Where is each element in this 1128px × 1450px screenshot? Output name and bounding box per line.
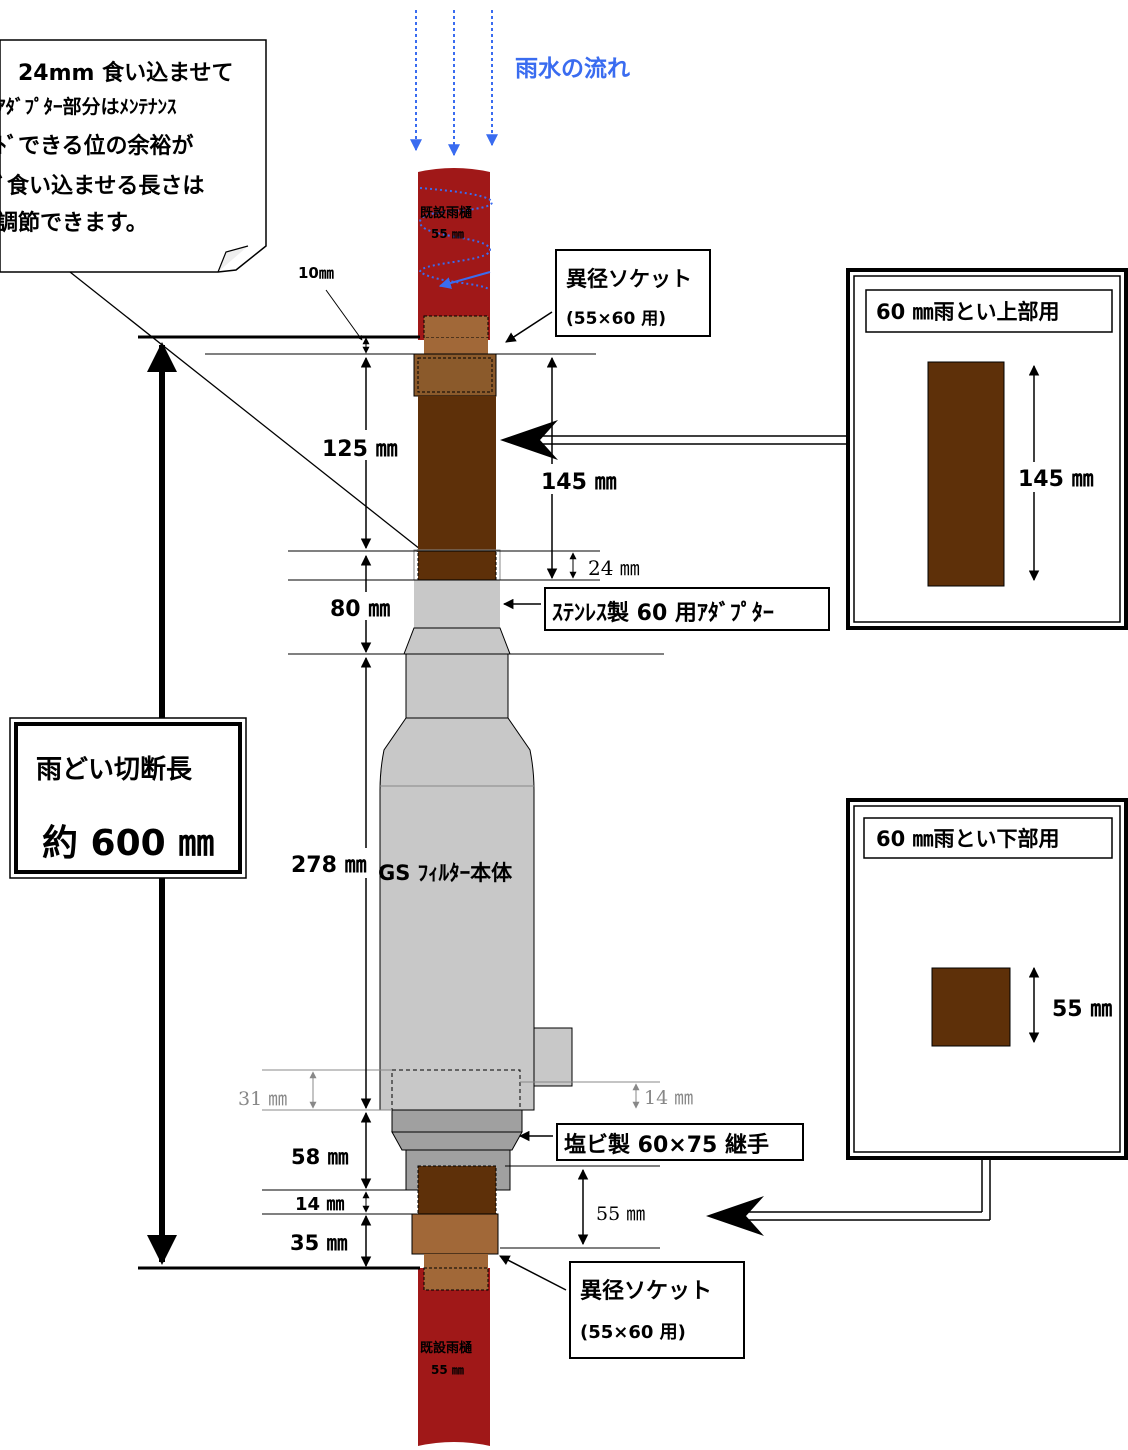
cut-length-value: 約 600 ㎜ xyxy=(42,823,214,864)
dim-55mm-label: 55 ㎜ xyxy=(596,1203,645,1225)
dim-35mm-label: 35 ㎜ xyxy=(290,1231,348,1255)
upper-gutter-piece xyxy=(927,361,1005,587)
cut-length-box: 雨どい切断長 約 600 ㎜ xyxy=(9,717,247,879)
adapter-label-text: ｽﾃﾝﾚｽ製 60 用ｱﾀﾞﾌﾟﾀｰ xyxy=(552,600,774,626)
gutter-lower-60mm xyxy=(417,1165,497,1215)
note-line-5: 調節できます。 xyxy=(0,210,148,236)
gs-filter-body: GS ﾌｨﾙﾀｰ本体 xyxy=(378,653,573,1111)
joint-label: 塩ビ製 60×75 継手 xyxy=(518,1123,804,1161)
dimension-125mm: 125 ㎜ xyxy=(320,356,410,550)
dimension-14mm-upper: 14 ㎜ xyxy=(632,1083,693,1109)
dimension-31mm: 31 ㎜ xyxy=(238,1071,317,1110)
dimension-14mm-lower: 14 ㎜ xyxy=(295,1191,370,1215)
note-line-2: ｱﾀﾞﾌﾟﾀｰ部分はﾒﾝﾃﾅﾝｽ xyxy=(0,95,177,118)
pointer-arrow-icon xyxy=(706,1196,764,1236)
note-leader-line xyxy=(69,271,426,554)
upper-panel-dim: 145 ㎜ xyxy=(1018,467,1094,492)
dimension-10mm: 10㎜ xyxy=(298,264,370,354)
socket-bottom-label-line1: 異径ソケット xyxy=(580,1278,712,1304)
upper-gutter-panel: 60 ㎜雨とい上部用 145 ㎜ xyxy=(846,268,1128,630)
dim-31mm-label: 31 ㎜ xyxy=(238,1088,287,1110)
gutter-upper-60mm xyxy=(418,396,496,580)
lower-panel-dim: 55 ㎜ xyxy=(1052,997,1112,1022)
dim-14mm-lower-label: 14 ㎜ xyxy=(295,1194,344,1215)
lower-panel-pointer xyxy=(706,1158,991,1236)
existing-pipe-bottom: 既設雨樋 55 ㎜ xyxy=(418,1267,490,1446)
flow-label: 雨水の流れ xyxy=(515,55,630,82)
dim-145mm-label: 145 ㎜ xyxy=(541,470,617,495)
socket-bottom-label: 異径ソケット (55×60 用) xyxy=(499,1255,745,1359)
upper-panel-pointer xyxy=(500,420,848,460)
note-line-1: 24mm 食い込ませて xyxy=(18,60,233,86)
socket-top-label: 異径ソケット (55×60 用) xyxy=(505,249,711,343)
dim-14mm-upper-label: 14 ㎜ xyxy=(644,1087,693,1109)
dimension-80mm: 80 ㎜ xyxy=(326,554,402,654)
flow-arrow-icon xyxy=(438,271,491,289)
dimension-58mm: 58 ㎜ xyxy=(288,1111,372,1190)
socket-top-label-line2: (55×60 用) xyxy=(566,309,666,329)
filter-outlet xyxy=(533,1027,573,1087)
dimension-55mm: 55 ㎜ xyxy=(577,1168,645,1246)
cut-length-title: 雨どい切断長 xyxy=(36,754,193,785)
dim-24mm-label: 24 ㎜ xyxy=(588,556,640,580)
pointer-arrow-icon xyxy=(500,420,558,460)
dim-80mm-label: 80 ㎜ xyxy=(330,597,390,622)
socket-top xyxy=(413,315,497,397)
dim-278mm-label: 278 ㎜ xyxy=(291,853,367,878)
pipe-label-bottom: 既設雨樋 xyxy=(420,1340,472,1356)
dimension-278mm: 278 ㎜ xyxy=(288,656,372,1110)
dim-10mm-label: 10㎜ xyxy=(298,264,334,282)
note-line-3: ﾄﾞできる位の余裕が xyxy=(0,133,194,159)
note-callout: 24mm 食い込ませて ｱﾀﾞﾌﾟﾀｰ部分はﾒﾝﾃﾅﾝｽ ﾄﾞできる位の余裕が … xyxy=(0,39,426,554)
pipe-label-top: 既設雨樋 xyxy=(420,205,472,221)
dim-58mm-label: 58 ㎜ xyxy=(291,1145,349,1169)
dim-125mm-label: 125 ㎜ xyxy=(322,437,398,462)
note-line-4: ﾞ食い込ませる長さは xyxy=(0,173,204,199)
lower-gutter-piece xyxy=(931,967,1011,1047)
rain-flow: 雨水の流れ xyxy=(410,10,630,157)
socket-bottom-label-line2: (55×60 用) xyxy=(580,1322,686,1343)
adapter-label: ｽﾃﾝﾚｽ製 60 用ｱﾀﾞﾌﾟﾀｰ xyxy=(502,587,830,631)
socket-top-label-line1: 異径ソケット xyxy=(566,267,692,291)
dimension-24mm: 24 ㎜ xyxy=(569,552,640,580)
pipe-size-top: 55 ㎜ xyxy=(431,227,464,241)
joint-label-text: 塩ビ製 60×75 継手 xyxy=(564,1132,769,1158)
pipe-size-bottom: 55 ㎜ xyxy=(431,1363,464,1377)
existing-pipe-top: 既設雨樋 55 ㎜ xyxy=(418,168,493,340)
lower-panel-title: 60 ㎜雨とい下部用 xyxy=(876,827,1060,851)
upper-panel-title: 60 ㎜雨とい上部用 xyxy=(876,300,1060,324)
dimension-145mm: 145 ㎜ xyxy=(536,356,622,580)
lower-gutter-panel: 60 ㎜雨とい下部用 55 ㎜ xyxy=(846,798,1128,1160)
dimension-35mm: 35 ㎜ xyxy=(290,1214,372,1268)
socket-bottom xyxy=(411,1213,499,1268)
filter-body-label: GS ﾌｨﾙﾀｰ本体 xyxy=(378,861,513,885)
